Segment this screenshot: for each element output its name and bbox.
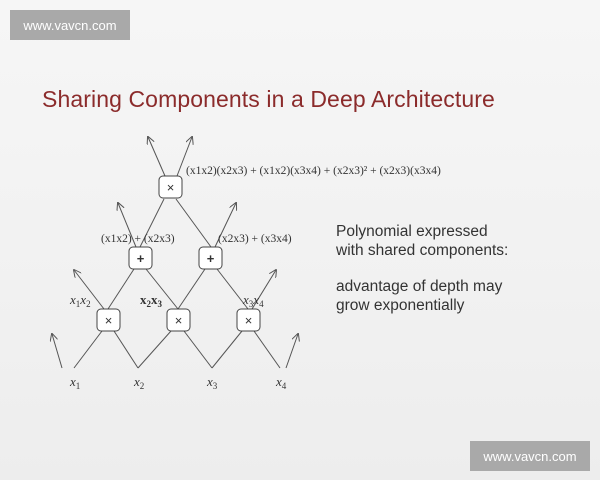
edges-inputs-to-layer1 xyxy=(52,330,298,369)
side-note-polynomial: Polynomial expressed with shared compone… xyxy=(336,222,508,260)
edge-top-out-right xyxy=(176,137,192,177)
label-top-polynomial: (x1x2)(x2x3) + (x1x2)(x3x4) + (x2x3)² + … xyxy=(186,165,441,177)
side-note-line-2: with shared components: xyxy=(336,242,509,259)
edge-s1-top xyxy=(139,198,165,248)
node-op-symbol: × xyxy=(175,313,183,328)
edge-s1-out xyxy=(118,203,137,248)
label-x3x4: x3x4 xyxy=(242,292,264,309)
node-op-symbol: × xyxy=(167,180,175,195)
watermark-bottom: www.vavcn.com xyxy=(470,441,590,471)
watermark-top: www.vavcn.com xyxy=(10,10,130,40)
edge-x2-p23 xyxy=(137,330,172,369)
node-op-symbol: + xyxy=(207,251,215,266)
slide-title: Sharing Components in a Deep Architectur… xyxy=(42,86,495,112)
input-x1-label: x1 xyxy=(69,374,80,391)
label-x1x2: x1x2 xyxy=(69,292,91,309)
edge-s2-out xyxy=(214,203,236,248)
node-product-x1x2: × xyxy=(96,308,121,332)
edge-x4-p34 xyxy=(253,330,281,369)
edge-x3-p34 xyxy=(211,330,243,369)
edges-layer1-to-layer2 xyxy=(74,268,276,310)
top-label: (x1x2)(x2x3) + (x1x2)(x3x4) + (x2x3)² + … xyxy=(186,165,441,177)
node-product-x2x3: × xyxy=(166,308,191,332)
node-op-symbol: × xyxy=(105,313,113,328)
edge-p12-s1 xyxy=(107,268,135,310)
node-sum-right: + xyxy=(198,246,223,270)
edge-top-out-left xyxy=(148,137,166,177)
label-sum-left: (x1x2) + (x2x3) xyxy=(101,233,175,245)
node-product-top: × xyxy=(158,175,183,199)
node-op-symbol: × xyxy=(245,313,253,328)
side-note-advantage: advantage of depth may grow exponentiall… xyxy=(336,277,502,315)
node-op-symbol: + xyxy=(137,251,145,266)
edge-p23-s1 xyxy=(145,268,179,310)
edge-p12-out xyxy=(74,270,105,310)
input-x3-label: x3 xyxy=(206,374,218,391)
edge-p34-out xyxy=(251,270,276,310)
edge-s2-top xyxy=(175,198,212,248)
edge-x1-out xyxy=(52,334,63,369)
label-sum-right: (x2x3) + (x3x4) xyxy=(218,233,292,245)
side-note-line-1: Polynomial expressed xyxy=(336,223,488,240)
edge-x2-p12 xyxy=(113,330,139,369)
input-x4-label: x4 xyxy=(275,374,287,391)
layer1-labels: x1x2 x2x3 x3x4 xyxy=(69,292,264,309)
label-x2x3: x2x3 xyxy=(140,292,163,309)
edges-layer2-to-top xyxy=(118,198,236,248)
node-sum-left: + xyxy=(128,246,153,270)
side-note-line-4: grow exponentially xyxy=(336,297,465,314)
layer2-labels: (x1x2) + (x2x3) (x2x3) + (x3x4) xyxy=(101,233,292,245)
edge-p23-s2 xyxy=(177,268,206,310)
input-labels: x1 x2 x3 x4 xyxy=(69,374,287,391)
edge-x3-p23 xyxy=(183,330,213,369)
edge-p34-s2 xyxy=(216,268,249,310)
input-x2-label: x2 xyxy=(133,374,144,391)
side-note-line-3: advantage of depth may xyxy=(336,278,503,295)
node-product-x3x4: × xyxy=(236,308,261,332)
edges-top-out xyxy=(148,137,192,177)
edge-x1-p12 xyxy=(73,330,103,369)
edge-x4-out xyxy=(285,334,298,369)
